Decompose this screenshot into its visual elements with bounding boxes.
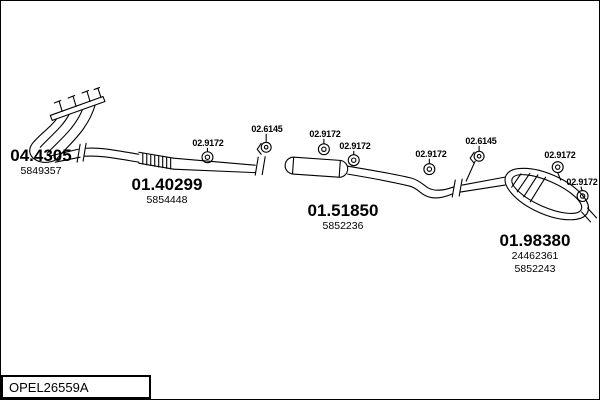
- part-label-manifold: 04.4305 5849357: [3, 146, 79, 178]
- center-muffler-drawing: [284, 156, 349, 178]
- part-code-rear-muffler: 01.98380: [499, 231, 571, 250]
- hanger-label-1: 02.9172: [192, 138, 224, 148]
- hanger-ring-1: [201, 147, 214, 164]
- front-pipe-drawing: [83, 147, 256, 174]
- drawing-code: OPEL26559A: [9, 379, 89, 395]
- hanger-ring-5: [551, 161, 564, 181]
- part-ref-front-pipe: 5854448: [146, 194, 188, 207]
- hanger-label-6: 02.9172: [566, 177, 598, 187]
- rear-muffler-drawing: [504, 167, 598, 223]
- part-code-front-pipe: 01.40299: [131, 175, 203, 194]
- hanger-ring-6: [576, 186, 589, 203]
- clamp-icon-1: [256, 133, 272, 155]
- clamp-label-2: 02.6145: [465, 136, 497, 146]
- hanger-ring-2: [317, 138, 330, 156]
- manifold-drawing: [29, 87, 106, 163]
- part-label-center-muffler: 01.51850 5852236: [297, 201, 389, 233]
- part-code-center-muffler: 01.51850: [307, 201, 379, 220]
- hanger-ring-3: [347, 150, 360, 167]
- part-ref1-rear-muffler: 24462361: [511, 250, 559, 263]
- part-ref2-rear-muffler: 5852243: [514, 262, 556, 275]
- pipe-joint-flange: [254, 156, 266, 176]
- hanger-label-2: 02.9172: [309, 129, 341, 139]
- part-ref-center-muffler: 5852236: [322, 220, 364, 233]
- part-code-manifold: 04.4305: [10, 146, 72, 165]
- hanger-label-5: 02.9172: [544, 150, 576, 160]
- hanger-ring-4: [423, 158, 436, 176]
- hanger-label-3: 02.9172: [339, 141, 371, 151]
- part-label-rear-muffler: 01.98380 24462361 5852243: [488, 231, 582, 275]
- hanger-label-4: 02.9172: [415, 149, 447, 159]
- tailpipe: [581, 207, 598, 223]
- drawing-code-box: OPEL26559A: [1, 375, 151, 399]
- part-ref-manifold: 5849357: [20, 165, 62, 178]
- clamp-label-1: 02.6145: [251, 124, 283, 134]
- clamp-icon-2: [465, 145, 485, 182]
- part-label-front-pipe: 01.40299 5854448: [121, 175, 213, 207]
- rear-pipe-drawing: [347, 165, 506, 199]
